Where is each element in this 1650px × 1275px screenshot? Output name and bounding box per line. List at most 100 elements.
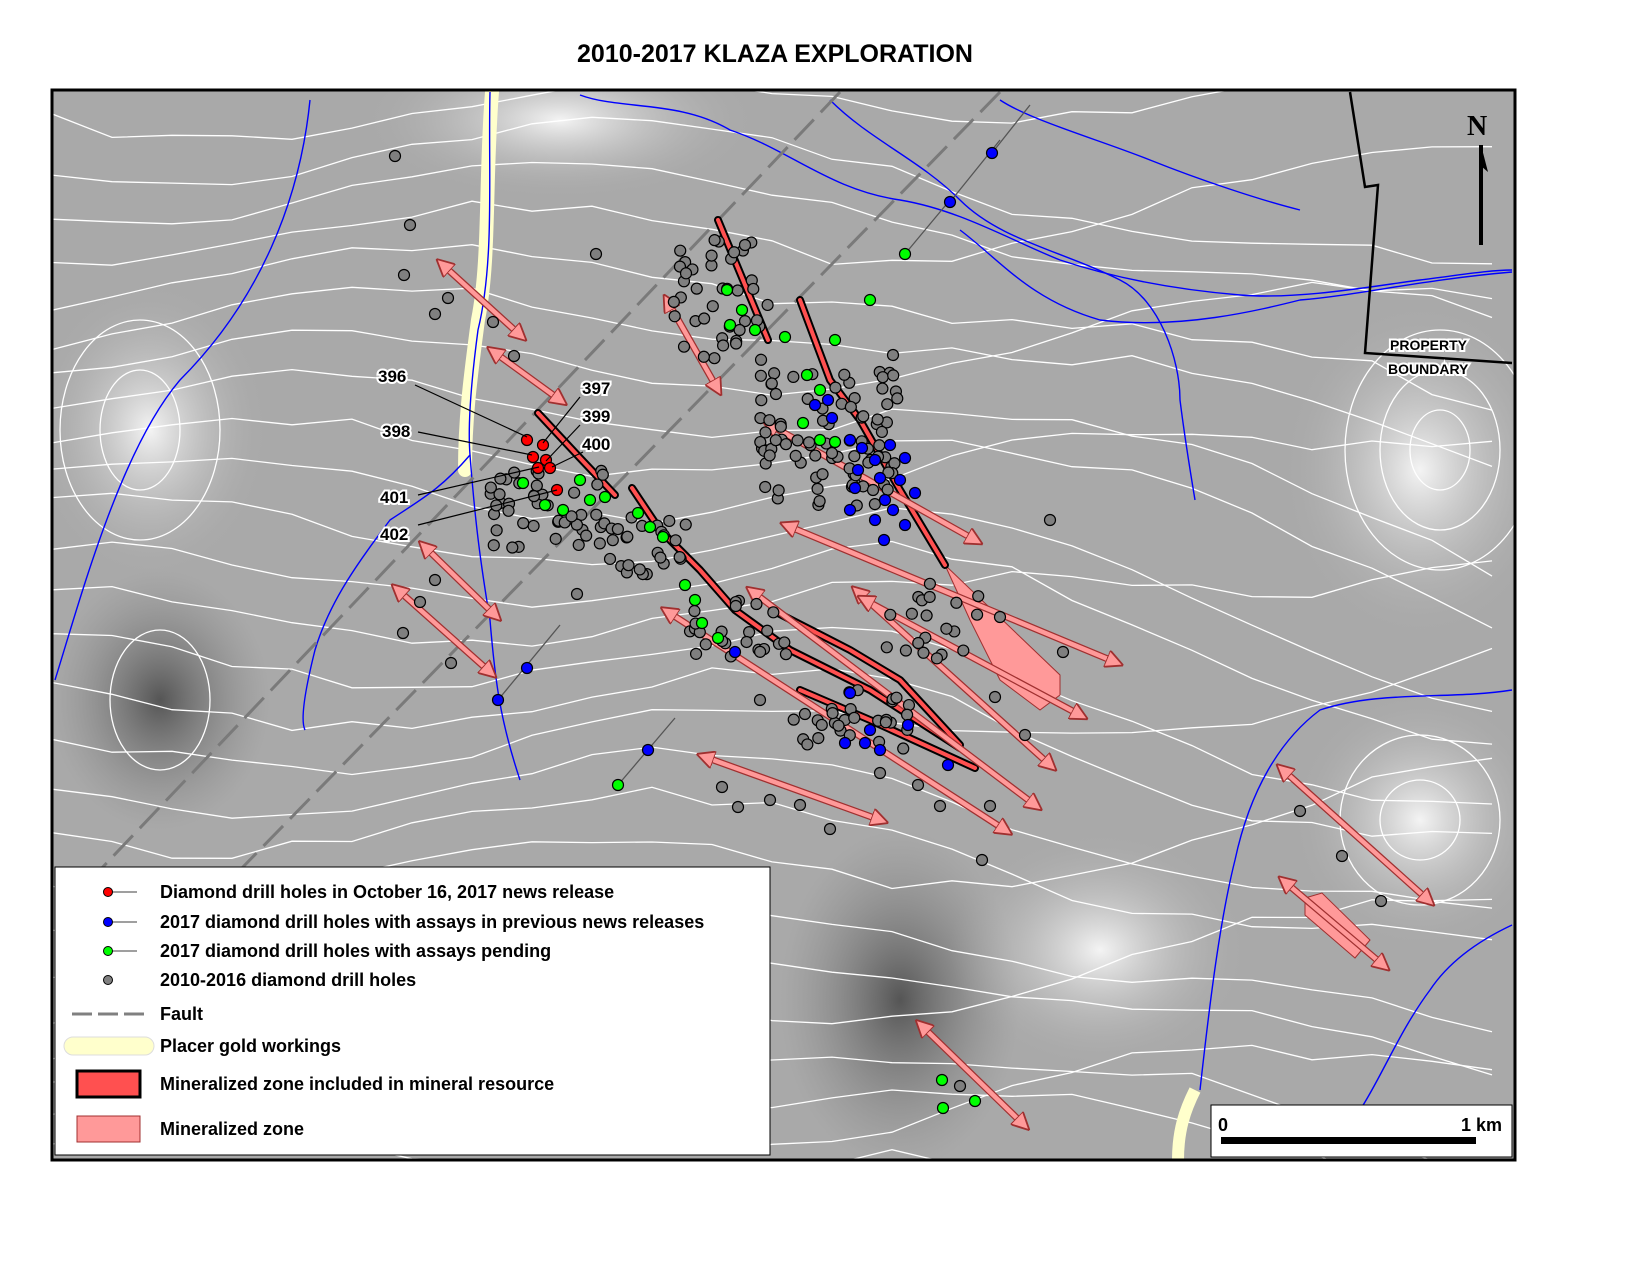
drill-hole-2010-2016 — [689, 647, 703, 660]
hole-label-397: 397 — [582, 379, 610, 398]
hole-label-400: 400 — [582, 435, 610, 454]
drill-hole-2017-pending — [516, 476, 530, 490]
drill-hole-2010-2016 — [912, 636, 925, 650]
drill-hole-2010-2016 — [688, 604, 701, 618]
hole-label-396: 396 — [378, 367, 406, 386]
drill-hole-2010-2016 — [832, 719, 845, 732]
drill-hole-2010-2016 — [667, 295, 680, 309]
drill-hole-2010-2016 — [606, 534, 619, 547]
drill-hole-2017-assayed — [838, 736, 852, 750]
drill-hole-2017-assayed — [901, 718, 915, 732]
blue-dot-icon — [103, 917, 113, 927]
drill-hole-2010-2016 — [589, 247, 603, 261]
drill-hole-2017-assayed — [893, 473, 907, 487]
drill-hole-2017-assayed — [878, 493, 892, 507]
drill-hole-2010-2016 — [733, 323, 746, 337]
drill-hole-2010-2016 — [876, 371, 889, 384]
drill-hole-2010-2016 — [812, 732, 825, 745]
drill-hole-2017-pending — [598, 490, 612, 504]
drill-hole-2010-2016 — [823, 822, 837, 836]
drill-hole-2010-2016 — [633, 563, 646, 576]
drill-hole-2017-assayed — [868, 453, 882, 467]
drill-hole-2010-2016 — [487, 539, 500, 552]
drill-hole-2017-pending — [711, 631, 725, 645]
drill-hole-2010-2016 — [778, 636, 791, 649]
drill-hole-2010-2016 — [930, 652, 944, 665]
drill-hole-2010-2016 — [769, 387, 783, 401]
drill-hole-2017-assayed — [491, 693, 505, 707]
drill-hole-2010-2016 — [596, 468, 609, 481]
drill-hole-2010-2016 — [507, 349, 521, 363]
drill-hole-2010-2016 — [690, 282, 703, 295]
drill-hole-2010-2016 — [970, 608, 984, 621]
drill-hole-2010-2016 — [772, 484, 785, 497]
drill-hole-2010-2016 — [759, 426, 772, 439]
drill-hole-2010-2016 — [716, 339, 730, 352]
drill-hole-2010-2016 — [940, 622, 953, 635]
drill-hole-2010-2016 — [993, 610, 1007, 624]
drill-hole-2017-pending — [611, 778, 625, 792]
drill-hole-2010-2016 — [759, 480, 772, 494]
legend-label: 2017 diamond drill holes with assays in … — [160, 912, 704, 932]
drill-hole-2010-2016 — [802, 436, 816, 449]
map-area[interactable]: 396 397 398 399 400 401 402 PROPERTY BOU… — [30, 14, 1560, 1275]
drill-hole-2010-2016 — [975, 853, 989, 867]
drill-hole-2017-assayed — [898, 451, 912, 465]
drill-hole-2017-pending — [898, 247, 912, 261]
drill-hole-2010-2016 — [866, 483, 880, 497]
drill-hole-2010-2016 — [950, 596, 963, 609]
drill-hole-2010-2016 — [490, 524, 503, 537]
legend-label: 2010-2016 diamond drill holes — [160, 970, 416, 990]
drill-hole-2010-2016 — [890, 691, 903, 704]
legend-item-dashed-line: Fault — [72, 1004, 203, 1024]
placer-icon — [63, 1036, 155, 1056]
drill-hole-2010-2016 — [755, 394, 768, 407]
drill-hole-2010-2016 — [715, 780, 729, 794]
drill-hole-2010-2016 — [738, 314, 752, 328]
drill-hole-2010-2016 — [899, 644, 913, 657]
drill-hole-2010-2016 — [809, 449, 822, 462]
scale-bar: 0 1 km — [1210, 1104, 1513, 1158]
drill-hole-2017-assayed — [825, 411, 839, 425]
drill-hole-2010-2016 — [881, 398, 894, 411]
drill-hole-oct-2017 — [520, 433, 534, 447]
drill-hole-2010-2016 — [549, 532, 562, 545]
drill-hole-2017-pending — [573, 473, 587, 487]
drill-hole-2010-2016 — [787, 370, 800, 383]
drill-hole-2010-2016 — [727, 246, 741, 259]
drill-hole-2010-2016 — [708, 234, 721, 247]
drill-hole-2017-assayed — [843, 433, 857, 447]
drill-hole-2010-2016 — [923, 590, 936, 604]
drill-hole-2010-2016 — [441, 291, 455, 305]
drill-hole-2017-pending — [800, 368, 814, 382]
drill-hole-2010-2016 — [570, 587, 584, 601]
drill-hole-2017-pending — [968, 1094, 982, 1108]
drill-hole-2010-2016 — [729, 599, 742, 613]
drill-hole-2017-pending — [813, 433, 827, 447]
drill-hole-2010-2016 — [754, 353, 768, 366]
red-box-icon — [75, 1069, 142, 1099]
drill-hole-2010-2016 — [754, 645, 767, 658]
drill-hole-2017-pending — [720, 283, 734, 297]
drill-hole-2017-pending — [631, 506, 645, 520]
drill-hole-2010-2016 — [502, 504, 515, 517]
drill-hole-2017-assayed — [886, 503, 900, 517]
drill-hole-2010-2016 — [769, 434, 782, 447]
drill-hole-2010-2016 — [698, 312, 711, 325]
drill-hole-2017-pending — [735, 303, 749, 317]
drill-hole-2010-2016 — [848, 711, 861, 724]
drill-hole-2010-2016 — [768, 367, 781, 380]
drill-hole-2017-pending — [688, 593, 702, 607]
drill-hole-2010-2016 — [679, 518, 692, 531]
drill-hole-2010-2016 — [848, 450, 861, 463]
gray-dot-icon — [103, 975, 113, 985]
drill-hole-2010-2016 — [506, 541, 519, 554]
property-label-2: BOUNDARY — [1388, 361, 1469, 377]
drill-hole-2010-2016 — [983, 799, 997, 813]
drill-hole-2010-2016 — [1293, 804, 1307, 818]
hole-callouts — [414, 384, 584, 526]
north-arrow-icon: N — [1467, 111, 1488, 245]
drill-hole-2010-2016 — [738, 238, 752, 252]
drill-hole-2017-assayed — [943, 195, 957, 209]
drill-hole-2010-2016 — [705, 249, 718, 262]
